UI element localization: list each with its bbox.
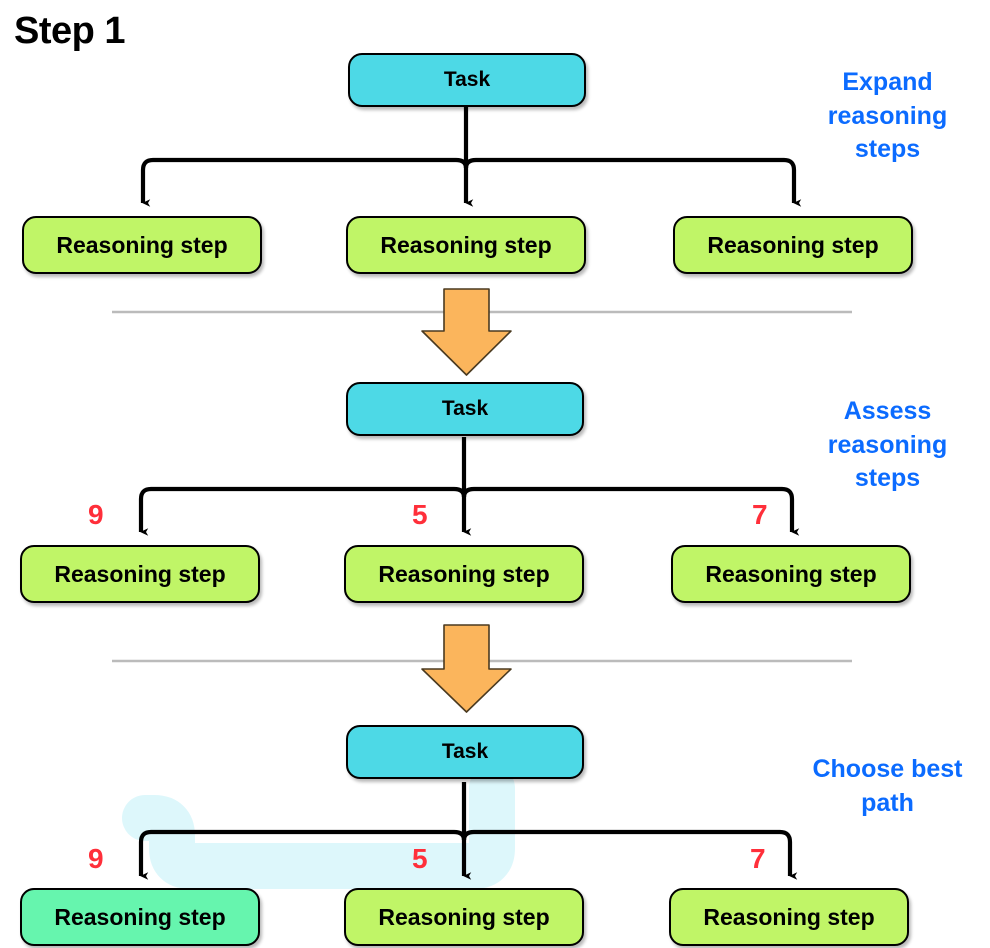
reasoning-step-node-assess-1[interactable]: Reasoning step (20, 545, 260, 603)
reasoning-step-node-expand-1[interactable]: Reasoning step (22, 216, 262, 274)
reasoning-step-node-choose-2[interactable]: Reasoning step (344, 888, 584, 946)
reasoning-step-node-assess-2[interactable]: Reasoning step (344, 545, 584, 603)
reasoning-step-node-assess-3[interactable]: Reasoning step (671, 545, 911, 603)
tree-connectors-expand (140, 106, 802, 207)
separator-arrow-2-down-arrow-icon (421, 624, 512, 713)
score-badge-assess-3: 7 (752, 499, 768, 530)
best-path-highlight (122, 765, 515, 889)
reasoning-step-node-expand-2[interactable]: Reasoning step (346, 216, 586, 274)
separator-arrow-1-down-arrow-icon (421, 288, 512, 376)
score-badge-choose-2: 5 (412, 843, 428, 874)
annotation-expand: Expand reasoning steps (827, 68, 948, 163)
score-badge-assess-1: 9 (88, 499, 104, 530)
task-node-choose[interactable]: Task (346, 725, 584, 779)
tree-connectors-choose (138, 782, 798, 880)
reasoning-step-node-choose-3[interactable]: Reasoning step (669, 888, 909, 946)
score-badge-choose-3: 7 (750, 843, 766, 874)
task-node-expand[interactable]: Task (348, 53, 586, 107)
task-node-assess[interactable]: Task (346, 382, 584, 436)
annotation-assess: Assess reasoning steps (827, 397, 948, 492)
reasoning-step-node-choose-1-selected[interactable]: Reasoning step (20, 888, 260, 946)
score-badge-choose-1: 9 (88, 843, 104, 874)
score-badge-assess-2: 5 (412, 499, 428, 530)
reasoning-step-node-expand-3[interactable]: Reasoning step (673, 216, 913, 274)
page-title: Step 1 (14, 10, 126, 52)
annotation-choose: Choose best path (812, 755, 963, 817)
tree-connectors-assess (138, 437, 800, 536)
